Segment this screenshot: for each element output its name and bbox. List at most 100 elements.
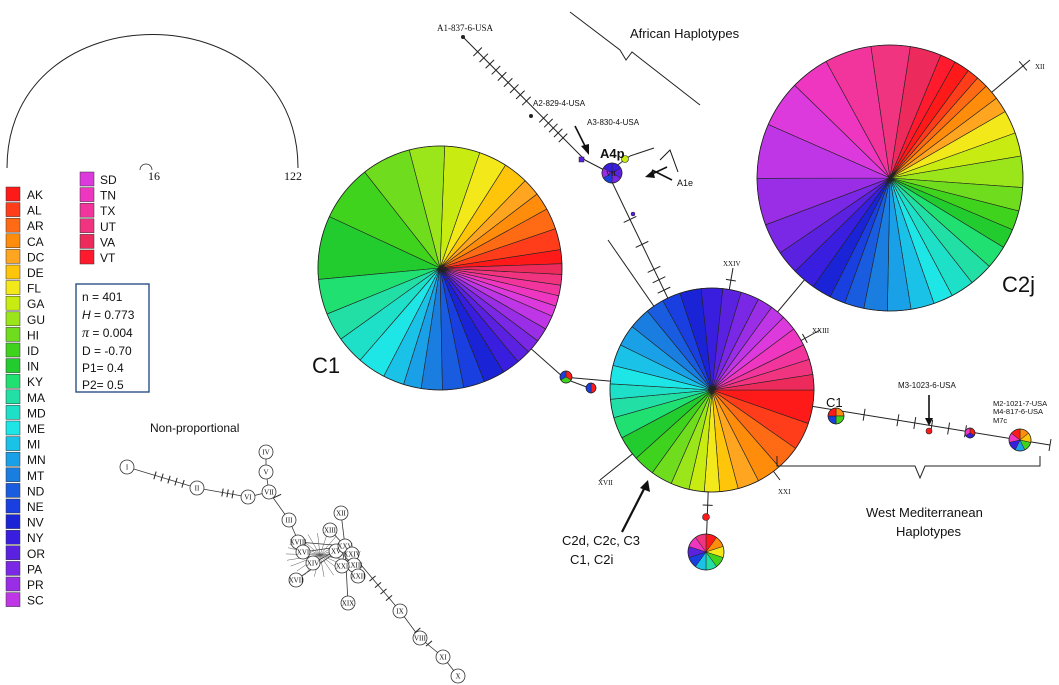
stat-n: n = 401 [82,290,123,304]
stat-p1: P1= 0.4 [82,361,124,375]
node-a4-side [621,155,629,163]
legend-swatch [5,467,21,483]
np-node [340,595,356,611]
legend-label: TN [100,189,116,203]
legend-label: NV [27,516,44,530]
roman-xii: XII [1035,63,1045,71]
np-node-label: XVII [289,577,304,585]
pie-a4p [601,162,623,184]
hap-a3: A3-830-4-USA [587,118,640,127]
np-node-label: I [126,464,129,472]
stats-box: n = 401 H = 0.773 π = 0.004 D = -0.70 P1… [75,283,150,393]
group-nonprop: Non-proportional [150,421,239,435]
legend-label: ME [27,422,45,436]
legend-swatch [5,529,21,545]
legend-swatch [5,327,21,342]
legend-swatch [5,233,21,249]
legend-label: AL [27,204,42,218]
legend-swatch [79,234,95,249]
cluster-label-c1-small: C1 [826,395,843,410]
hap-m3: M3-1023-6-USA [898,381,956,390]
legend-swatch [79,171,95,187]
np-node [322,522,338,538]
np-node-label: V [263,469,268,477]
legend-swatch [5,311,21,327]
node-a2 [529,114,533,118]
legend-label: GA [27,297,44,311]
cluster-label-c2j: C2j [1002,272,1035,297]
np-node-label: XII [336,510,346,518]
np-node [119,459,135,475]
legend-swatch [5,405,21,420]
np-node [350,568,366,584]
np-node [261,484,277,500]
np-node [258,464,274,480]
hap-a2: A2-829-4-USA [533,99,586,108]
legend-label: MA [27,391,45,405]
roman-xxi: XXI [778,488,791,496]
np-node [240,489,256,505]
legend-label: GU [27,313,45,327]
stat-pi: π = 0.004 [82,326,133,341]
stat-h: H = 0.773 [82,308,135,322]
cluster-label-a1e: A1e [677,178,693,188]
pie-m7c [1008,428,1032,452]
np-node-label: XXII [351,573,366,581]
group-westmed-2: Haplotypes [896,524,962,539]
legend-label: MD [27,406,46,420]
np-node-label: XIII [324,527,337,535]
small-loop [139,163,153,171]
hap-a1: A1-837-6-USA [437,23,493,33]
np-node-label: XXV [337,543,352,551]
legend-label: FL [27,282,41,296]
np-node-label: XXIV [343,551,361,559]
np-node [333,505,349,521]
np-node [412,630,428,646]
legend-swatch [79,202,95,218]
pie-c2j [756,44,1024,312]
stat-p2: P2= 0.5 [82,378,124,392]
legend-swatch [5,202,21,217]
legend-label: PA [27,562,42,576]
legend-swatch [5,280,21,295]
np-node-label: XI [439,654,447,662]
np-node-label: VII [264,489,274,497]
np-node [288,572,304,588]
pie-left-1 [559,370,573,384]
legend-label: MN [27,453,46,467]
legend-label: TX [100,204,115,218]
pie-center [609,287,815,493]
loop-arc [6,34,299,169]
group-westmed-1: West Mediterranean [866,505,983,520]
roman-xvii: XVII [598,479,613,487]
np-node [295,544,311,560]
nonproportional-network: IIIVIVIIIVVIIIXIIXIIIXVIIIXVIXIVXVXXVXXI… [119,444,466,684]
legend-label: SD [100,173,117,187]
arrows [574,125,933,533]
legend-label: ND [27,484,45,498]
np-node-label: XVIII [289,539,307,547]
legend-swatch [5,342,21,358]
legend-swatch [5,186,21,202]
legend-label: KY [27,375,43,389]
legend-swatch [5,264,21,280]
legend-swatch [5,295,21,311]
legend-swatch [5,436,21,451]
legend-label: VA [100,235,115,249]
pie-bottom [687,533,725,571]
cluster-label-c1: C1 [312,353,340,378]
legend-swatch [5,498,21,514]
legend-label: VT [100,251,116,265]
legend-swatch [5,576,21,592]
legend-swatch [5,592,21,607]
legend-label: MT [27,469,45,483]
node-a-mid [630,211,636,217]
legend-swatch [5,483,21,498]
node-m3 [925,427,933,435]
westmed-bracket [776,456,1041,480]
legend-swatch [79,249,95,265]
np-node [435,649,451,665]
np-node-label: III [286,517,294,525]
legend-swatch [5,514,21,529]
pie-c1-small [827,407,845,425]
